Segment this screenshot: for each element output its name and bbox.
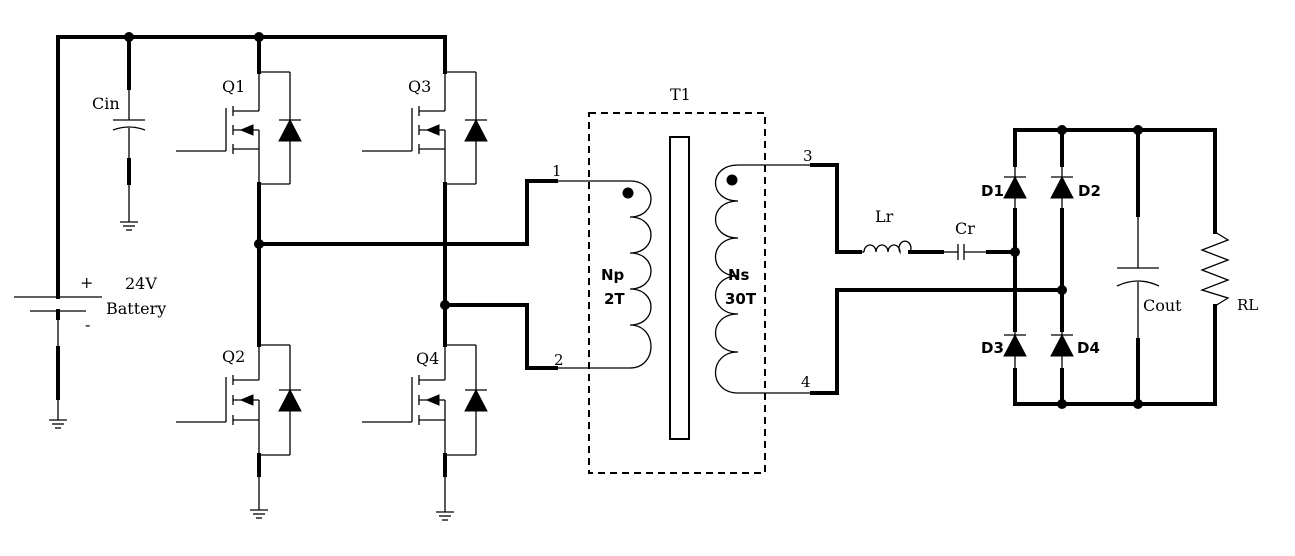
ns-turns-label: 30T xyxy=(725,290,757,308)
diode-d4 xyxy=(1050,330,1074,370)
mosfet-q1 xyxy=(176,35,302,185)
secondary-wiring xyxy=(810,163,1064,395)
diode-d1 xyxy=(1003,165,1027,210)
battery-symbol xyxy=(14,296,102,420)
mosfet-q2 xyxy=(176,344,302,519)
lr-label: Lr xyxy=(875,207,894,226)
input-capacitor-cin xyxy=(112,35,146,231)
load-resistor-rl xyxy=(1200,128,1230,406)
battery-plus-label: + xyxy=(80,273,93,292)
d2-label: D2 xyxy=(1078,182,1101,200)
output-capacitor-cout xyxy=(1116,128,1160,406)
q3-label: Q3 xyxy=(408,77,431,96)
resonant-inductor-lr xyxy=(860,240,958,255)
battery-ground-symbol xyxy=(49,419,67,429)
mosfet-q3 xyxy=(362,71,488,185)
pin2-label: 2 xyxy=(554,351,564,369)
cout-label: Cout xyxy=(1143,296,1182,315)
diode-d3 xyxy=(1003,330,1027,370)
np-turns-label: 2T xyxy=(604,290,625,308)
d1-label: D1 xyxy=(981,182,1004,200)
pin4-label: 4 xyxy=(801,373,811,391)
battery-voltage-label: 24V xyxy=(125,274,157,293)
np-label: Np xyxy=(601,266,625,284)
pin3-label: 3 xyxy=(803,147,813,165)
input-top-rail xyxy=(56,32,447,299)
transformer-t1 xyxy=(588,112,766,474)
pin1-label: 1 xyxy=(552,162,562,180)
ns-label: Ns xyxy=(728,266,750,284)
resonant-capacitor-cr xyxy=(957,244,1020,260)
rectifier-frame xyxy=(1013,125,1217,409)
cin-label: Cin xyxy=(92,94,120,113)
diode-d2 xyxy=(1050,165,1074,210)
primary-winding xyxy=(556,180,652,369)
mosfet-q4 xyxy=(362,344,488,521)
q4-label: Q4 xyxy=(416,349,439,368)
bridge-leg-wires xyxy=(254,179,558,370)
rl-label: RL xyxy=(1237,296,1258,314)
battery-name-label: Battery xyxy=(106,299,166,318)
t1-label: T1 xyxy=(670,85,691,104)
d4-label: D4 xyxy=(1077,339,1100,357)
cr-label: Cr xyxy=(955,219,975,238)
battery-minus-label: - xyxy=(85,315,90,334)
q1-label: Q1 xyxy=(222,77,245,96)
q2-label: Q2 xyxy=(222,347,245,366)
secondary-winding xyxy=(714,164,812,394)
d3-label: D3 xyxy=(981,339,1004,357)
